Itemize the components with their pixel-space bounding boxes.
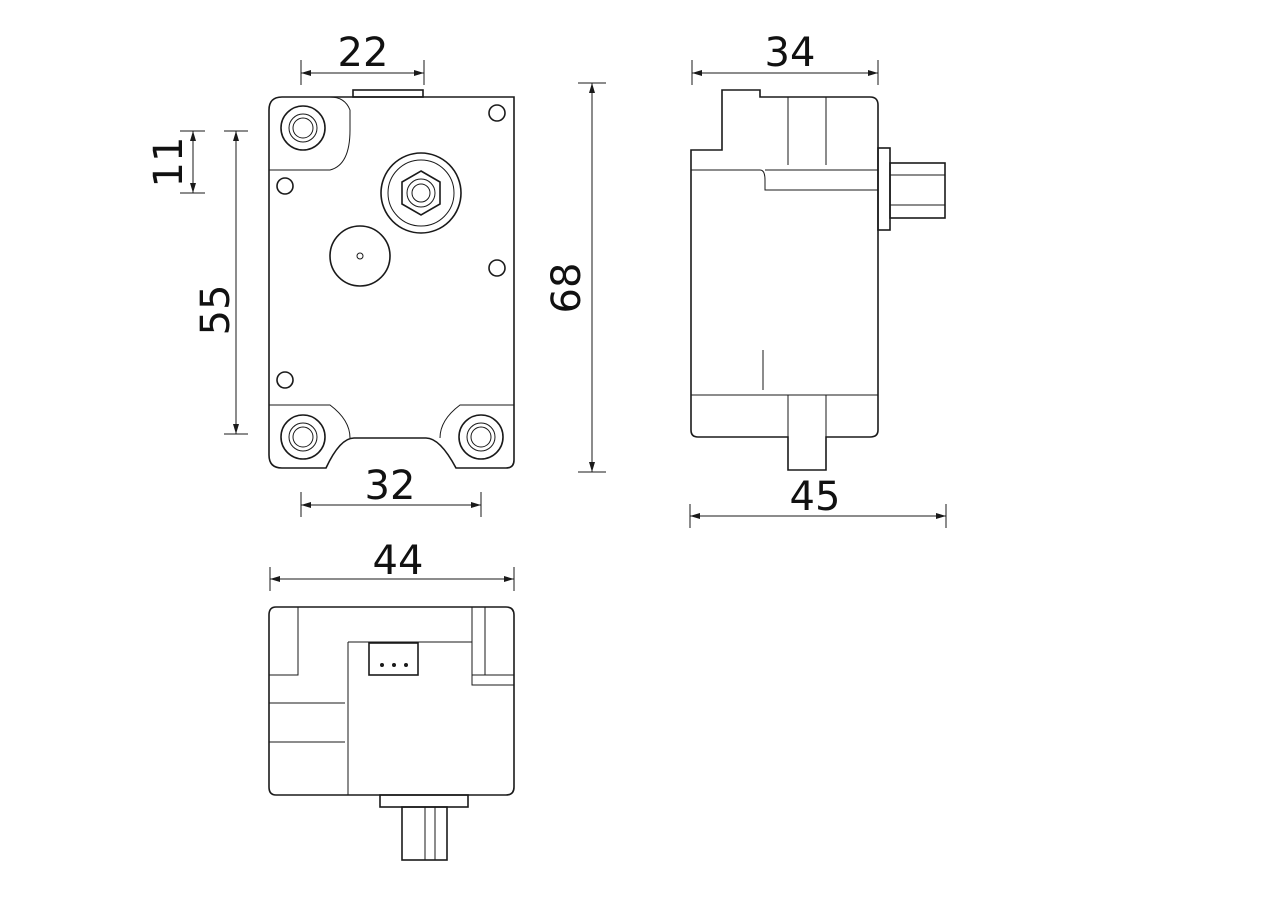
- dim-55: 55: [193, 285, 239, 336]
- dimension-lines: [180, 60, 947, 591]
- side-view: [690, 89, 946, 471]
- bottom-view: [268, 606, 515, 861]
- dim-32: 32: [365, 463, 416, 509]
- dim-34: 34: [765, 30, 816, 76]
- dim-22: 22: [338, 30, 389, 76]
- dim-44: 44: [373, 538, 424, 584]
- dim-68: 68: [544, 263, 590, 314]
- dim-11: 11: [146, 137, 192, 188]
- front-view: [268, 89, 515, 469]
- dim-45: 45: [790, 474, 841, 520]
